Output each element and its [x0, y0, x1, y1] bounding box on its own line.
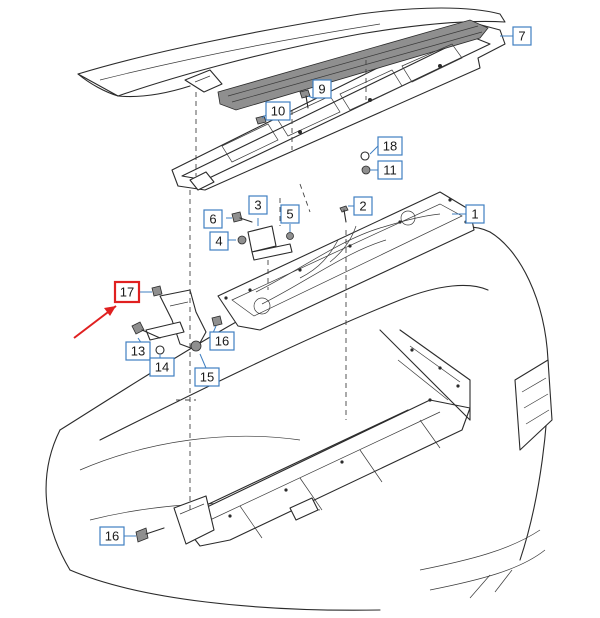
- nut-11-icon: [361, 165, 371, 175]
- fasteners: [131, 89, 371, 543]
- callout-label-18: 18: [377, 136, 403, 156]
- bolt-17-icon: [151, 285, 163, 297]
- callout-label-16a: 16: [209, 331, 235, 351]
- svg-text:16: 16: [105, 529, 119, 544]
- svg-text:15: 15: [200, 370, 214, 385]
- callout-label-17: 17: [113, 280, 141, 304]
- spoiler-frame: [171, 19, 506, 191]
- svg-text:4: 4: [215, 234, 222, 249]
- callout-label-16b: 16: [99, 526, 125, 546]
- washer-18-icon: [360, 151, 370, 161]
- svg-text:17: 17: [120, 285, 134, 300]
- svg-text:14: 14: [155, 360, 169, 375]
- callout-label-3: 3: [248, 195, 268, 215]
- nut-5-icon: [286, 232, 294, 240]
- mesh-pattern: [227, 25, 483, 103]
- car-body: [45, 226, 553, 611]
- spoiler-wing: [77, 7, 506, 98]
- svg-text:11: 11: [383, 163, 397, 178]
- bolt-2-icon: [339, 205, 349, 223]
- nut-4-icon: [237, 235, 247, 245]
- bolt-16a-icon: [211, 315, 223, 327]
- bolt-10-icon: [255, 115, 267, 125]
- svg-text:6: 6: [209, 212, 216, 227]
- svg-text:16: 16: [215, 334, 229, 349]
- lower-frame: [173, 329, 471, 547]
- svg-text:3: 3: [254, 198, 261, 213]
- svg-text:13: 13: [131, 344, 145, 359]
- callout-label-9: 9: [312, 79, 332, 99]
- svg-text:9: 9: [318, 82, 325, 97]
- callout-label-14: 14: [149, 357, 175, 377]
- bolt-13-icon: [131, 321, 161, 339]
- bolt-9-icon: [299, 89, 311, 109]
- hinge-bracket: [145, 289, 207, 352]
- assembly-lines: [176, 60, 367, 510]
- svg-text:18: 18: [383, 139, 397, 154]
- svg-text:1: 1: [471, 207, 478, 222]
- callout-label-13: 13: [125, 341, 151, 361]
- highlight-arrow: [73, 305, 117, 339]
- callout-label-4: 4: [209, 231, 229, 251]
- svg-text:7: 7: [518, 29, 525, 44]
- callout-label-7: 7: [512, 26, 532, 46]
- callout-label-6: 6: [203, 209, 223, 229]
- small-bracket: [247, 225, 293, 261]
- bolt-16b-icon: [135, 527, 165, 543]
- callout-label-1: 1: [465, 204, 485, 224]
- callout-label-5: 5: [280, 204, 300, 224]
- svg-text:2: 2: [359, 199, 366, 214]
- callout-label-2: 2: [353, 196, 373, 216]
- svg-text:10: 10: [271, 104, 285, 119]
- callout-label-11: 11: [377, 160, 403, 180]
- callout-label-15: 15: [194, 367, 220, 387]
- washer-14-icon: [155, 345, 165, 355]
- bolt-6-icon: [231, 211, 253, 223]
- callout-label-10: 10: [265, 101, 291, 121]
- svg-text:5: 5: [286, 207, 293, 222]
